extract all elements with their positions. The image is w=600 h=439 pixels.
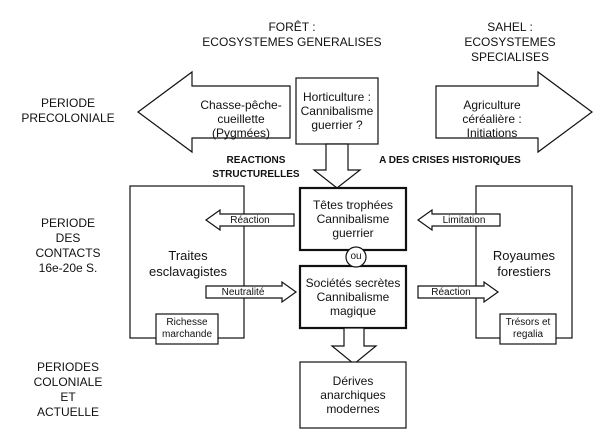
left-subbox bbox=[155, 313, 219, 345]
agriculture-label: Agriculture céréalière : Initiations bbox=[462, 98, 522, 140]
neutralite-label: Neutralité bbox=[221, 287, 265, 298]
richesse-label: Richesse marchande bbox=[161, 317, 213, 340]
arrow-neutralite bbox=[205, 280, 298, 304]
header-foret: FORÊT : ECOSYSTEMES GENERALISES bbox=[202, 20, 382, 49]
tetes-box bbox=[298, 186, 408, 252]
period-coloniale: PERIODES COLONIALE ET ACTUELLE bbox=[33, 360, 103, 419]
right-subbox bbox=[499, 313, 557, 345]
reactions-right: A DES CRISES HISTORIQUES bbox=[379, 155, 521, 166]
down-arrow-bottom bbox=[330, 327, 378, 365]
reaction-left-label: Réaction bbox=[230, 215, 270, 226]
reaction-right-label: Réaction bbox=[431, 287, 471, 298]
right-big-arrow bbox=[435, 70, 594, 154]
left-big-arrow bbox=[136, 70, 291, 154]
derives-box bbox=[299, 361, 407, 429]
header-sahel: SAHEL : ECOSYSTEMES SPECIALISES bbox=[464, 20, 556, 64]
tresors-label: Trésors et regalia bbox=[505, 317, 551, 340]
left-panel bbox=[129, 185, 245, 339]
period-contacts: PERIODE DES CONTACTS 16e-20e S. bbox=[35, 216, 101, 275]
arrow-limitation bbox=[416, 208, 501, 232]
tetes-label: Têtes trophées Cannibalisme guerrier bbox=[312, 198, 394, 240]
societes-label: Sociétés secrètes Cannibalisme magique bbox=[305, 276, 401, 318]
down-arrow-top bbox=[312, 143, 362, 189]
limitation-label: Limitation bbox=[442, 215, 486, 226]
horticulture-label: Horticulture : Cannibalisme guerrier ? bbox=[300, 90, 374, 132]
chasse-label: Chasse-pêche-cueillette (Pygmées) bbox=[200, 98, 282, 140]
period-precoloniale: PERIODE PRECOLONIALE bbox=[21, 96, 115, 125]
royaumes-label: Royaumes forestiers bbox=[492, 248, 556, 279]
traites-label: Traites esclavagistes bbox=[148, 248, 228, 279]
horticulture-box bbox=[295, 77, 379, 145]
reactions-left: REACTIONS STRUCTURELLES bbox=[212, 155, 300, 180]
ou-label: ou bbox=[350, 251, 362, 262]
ou-circle bbox=[345, 246, 367, 268]
arrow-reaction-right bbox=[417, 280, 500, 304]
arrow-reaction-left bbox=[204, 208, 295, 232]
derives-label: Dérives anarchiques modernes bbox=[320, 374, 386, 416]
societes-box bbox=[298, 264, 408, 330]
